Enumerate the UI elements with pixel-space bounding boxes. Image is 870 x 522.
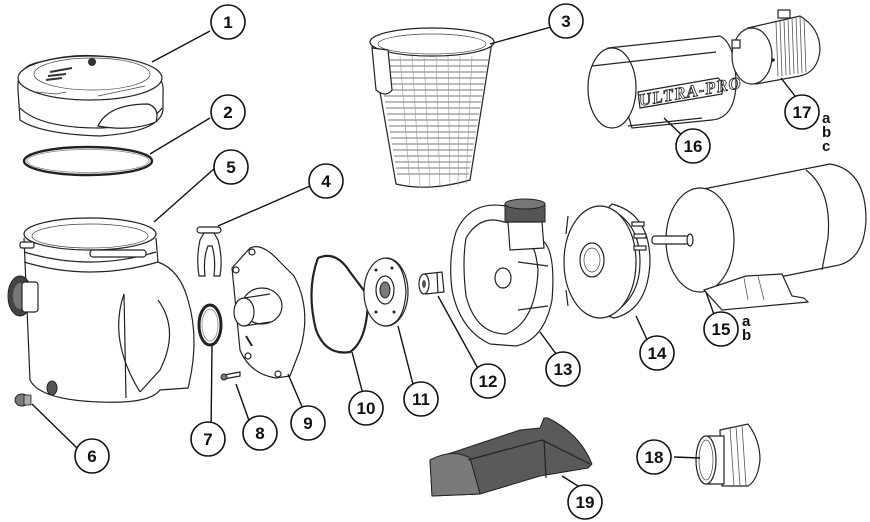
part-impeller bbox=[363, 257, 409, 327]
callout-17-suffix-c: c bbox=[822, 138, 830, 155]
callout-12: 12 bbox=[470, 363, 506, 399]
part-motor-end-cap bbox=[731, 9, 821, 85]
callout-15: 15 a b bbox=[703, 311, 751, 347]
svg-text:10: 10 bbox=[357, 399, 376, 418]
svg-text:16: 16 bbox=[684, 137, 703, 156]
svg-text:3: 3 bbox=[561, 12, 570, 31]
svg-text:4: 4 bbox=[321, 172, 331, 191]
callout-17-suffix-b: b bbox=[822, 124, 831, 141]
part-lid-o-ring bbox=[22, 145, 154, 177]
callout-19: 19 bbox=[567, 484, 603, 520]
callout-6: 6 bbox=[74, 438, 110, 474]
svg-text:14: 14 bbox=[648, 344, 667, 363]
part-mounting-base bbox=[429, 417, 593, 497]
part-seal-plate bbox=[563, 203, 651, 319]
callout-7: 7 bbox=[190, 421, 226, 457]
part-diffuser bbox=[231, 246, 306, 379]
svg-text:11: 11 bbox=[412, 390, 430, 409]
callout-15-suffix-a: a bbox=[742, 313, 751, 330]
callout-8: 8 bbox=[242, 415, 278, 451]
leader-lines bbox=[31, 26, 803, 487]
svg-text:18: 18 bbox=[645, 448, 664, 467]
callout-17: 17 a b c bbox=[784, 94, 831, 155]
callout-18: 18 bbox=[636, 439, 672, 475]
svg-text:19: 19 bbox=[576, 493, 595, 512]
svg-text:2: 2 bbox=[223, 103, 232, 122]
callout-14: 14 bbox=[639, 335, 675, 371]
callout-10: 10 bbox=[348, 390, 384, 426]
callout-3: 3 bbox=[548, 3, 584, 39]
part-volute-o-ring bbox=[310, 254, 370, 354]
part-drain-plug bbox=[14, 393, 32, 407]
callout-2: 2 bbox=[210, 94, 246, 130]
svg-text:13: 13 bbox=[554, 360, 573, 379]
part-diffuser-o-ring bbox=[197, 303, 223, 347]
svg-text:6: 6 bbox=[87, 447, 96, 466]
svg-text:7: 7 bbox=[203, 430, 212, 449]
part-lid bbox=[17, 54, 164, 137]
svg-text:12: 12 bbox=[479, 372, 498, 391]
callout-17-suffix-a: a bbox=[822, 110, 831, 127]
part-motor-cover: ULTRA-PRO bbox=[587, 35, 744, 129]
svg-text:17: 17 bbox=[793, 103, 812, 122]
svg-text:5: 5 bbox=[226, 158, 235, 177]
callout-4: 4 bbox=[308, 163, 344, 199]
part-mechanical-seal bbox=[418, 271, 445, 295]
part-retaining-clip bbox=[196, 226, 222, 277]
svg-text:15: 15 bbox=[712, 320, 731, 339]
callout-13: 13 bbox=[545, 351, 581, 387]
callout-11: 11 bbox=[403, 381, 439, 417]
callout-16: 16 bbox=[675, 128, 711, 164]
callout-9: 9 bbox=[290, 405, 326, 441]
part-strainer-housing bbox=[7, 217, 195, 403]
svg-text:1: 1 bbox=[223, 13, 232, 32]
svg-text:8: 8 bbox=[255, 424, 264, 443]
callout-5: 5 bbox=[213, 149, 249, 185]
svg-text:9: 9 bbox=[303, 414, 312, 433]
part-strainer-basket bbox=[369, 27, 495, 189]
part-motor bbox=[651, 163, 867, 311]
callout-15-suffix-b: b bbox=[742, 327, 751, 344]
callout-1: 1 bbox=[210, 4, 246, 40]
part-volute bbox=[450, 198, 554, 347]
part-screw bbox=[220, 371, 241, 381]
part-union-fitting bbox=[695, 423, 761, 487]
